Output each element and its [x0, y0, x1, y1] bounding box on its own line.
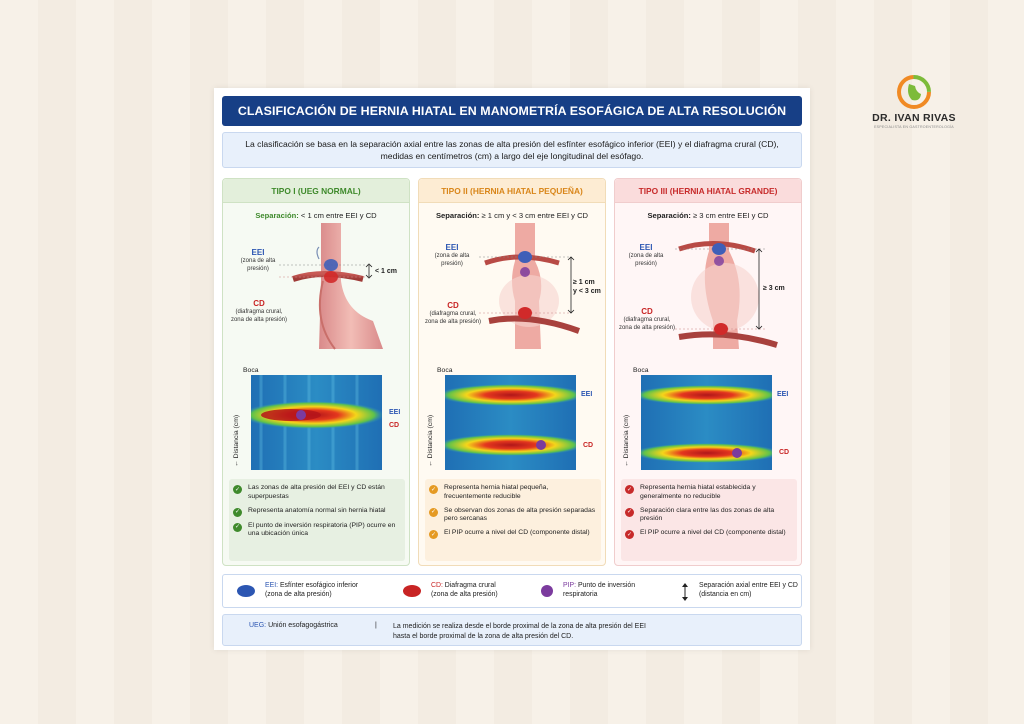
- type-1-panel: TIPO I (UEG NORMAL) Separación: < 1 cm e…: [222, 178, 410, 566]
- logo-subtitle: ESPECIALISTA EN GASTROENTEROLOGÍA: [874, 125, 954, 129]
- eei-marker: [324, 259, 338, 271]
- cd-label: CD(diafragma crural,zona de alta presión…: [618, 307, 676, 331]
- check-icon: ✓: [625, 530, 634, 540]
- type-3-manometry-heatmap: [641, 375, 772, 470]
- legend-cd: CD: Diafragma crural(zona de alta presió…: [431, 582, 498, 599]
- type-1-separation: Separación: < 1 cm entre EEI y CD: [255, 211, 377, 220]
- legend-eei: EEI: Esfínter esofágico inferior(zona de…: [265, 582, 359, 599]
- logo-name: DR. IVAN RIVAS: [872, 112, 956, 124]
- type-3-bullets: ✓Representa hernia hiatal establecida y …: [621, 479, 797, 561]
- double-arrow-icon: [681, 582, 689, 602]
- heatmap-eei-label: EEI: [777, 391, 789, 398]
- type-3-panel: TIPO III (HERNIA HIATAL GRANDE) Separaci…: [614, 178, 802, 566]
- list-item: ✓Se observan dos zonas de alta presión s…: [429, 506, 596, 523]
- type-3-distance-label: ≥ 3 cm: [763, 285, 785, 292]
- intro-line-2: medidas en centímetros (cm) a largo del …: [380, 151, 644, 161]
- legend: EEI: Esfínter esofágico inferior(zona de…: [222, 574, 802, 608]
- boca-label: Boca: [633, 367, 649, 374]
- list-item: ✓Representa hernia hiatal pequeña, frecu…: [429, 484, 549, 500]
- list-item: ✓El punto de inversión respiratoria (PIP…: [233, 521, 396, 538]
- cd-marker: [324, 271, 338, 283]
- distance-axis-label: ← Distancia (cm): [427, 414, 434, 467]
- stomach-logo-icon: [897, 75, 931, 109]
- ueg-definition: UEG: Unión esofagogástrica: [249, 622, 338, 629]
- pip-marker: [296, 410, 306, 420]
- heatmap-cd-label: CD: [779, 449, 790, 456]
- type-3-separation: Separación: ≥ 3 cm entre EEI y CD: [647, 211, 769, 220]
- check-icon: ✓: [429, 485, 438, 494]
- list-item: ✓El PIP ocurre a nivel del CD (component…: [429, 529, 590, 540]
- list-item: ✓Las zonas de alta presión del EEI y CD …: [233, 484, 385, 500]
- boca-label: Boca: [243, 367, 259, 374]
- heatmap-eei-label: EEI: [389, 409, 401, 416]
- cd-legend-swatch: [403, 585, 421, 597]
- type-2-title: TIPO II (HERNIA HIATAL PEQUEÑA): [419, 179, 605, 203]
- heatmap-cd-label: CD: [389, 422, 400, 429]
- boca-label: Boca: [437, 367, 453, 374]
- list-item: ✓Representa anatomía normal sin hernia h…: [233, 506, 386, 517]
- type-2-separation: Separación: ≥ 1 cm y < 3 cm entre EEI y …: [435, 211, 589, 220]
- brand-logo: DR. IVAN RIVAS ESPECIALISTA EN GASTROENT…: [868, 74, 960, 130]
- check-icon: ✓: [233, 485, 242, 494]
- check-icon: ✓: [233, 522, 242, 532]
- check-icon: ✓: [429, 507, 438, 517]
- check-icon: ✓: [233, 507, 242, 517]
- check-icon: ✓: [429, 530, 438, 540]
- list-item: ✓El PIP ocurre a nivel del CD (component…: [625, 529, 786, 540]
- page-title: CLASIFICACIÓN DE HERNIA HIATAL EN MANOME…: [222, 96, 802, 126]
- intro-box: La clasificación se basa en la separació…: [222, 132, 802, 168]
- type-1-distance-label: < 1 cm: [375, 268, 397, 275]
- heatmap-cd-label: CD: [583, 442, 594, 449]
- type-2-manometry-heatmap: [445, 375, 576, 470]
- list-item: ✓Separación clara entre las dos zonas de…: [625, 506, 775, 523]
- footer-note: UEG: Unión esofagogástrica | La medición…: [222, 614, 802, 646]
- check-icon: ✓: [625, 507, 634, 517]
- heatmap-eei-label: EEI: [581, 391, 593, 398]
- distance-axis-label: ← Distancia (cm): [233, 414, 240, 467]
- legend-separation: Separación axial entre EEI y CD(distanci…: [699, 582, 798, 599]
- footer-divider: |: [375, 622, 377, 629]
- intro-line-1: La clasificación se basa en la separació…: [245, 138, 779, 149]
- check-icon: ✓: [625, 485, 634, 494]
- type-2-bullets: ✓Representa hernia hiatal pequeña, frecu…: [425, 479, 601, 561]
- type-1-manometry-heatmap: [251, 375, 382, 470]
- type-1-bullets: ✓Las zonas de alta presión del EEI y CD …: [229, 479, 405, 561]
- cd-label: CD(diafragma crural,zona de alta presión…: [424, 301, 482, 325]
- pip-legend-swatch: [541, 585, 553, 597]
- measurement-note: La medición se realiza desde el borde pr…: [393, 623, 646, 641]
- type-3-title: TIPO III (HERNIA HIATAL GRANDE): [615, 179, 801, 203]
- type-1-title: TIPO I (UEG NORMAL): [223, 179, 409, 203]
- eei-legend-swatch: [237, 585, 255, 597]
- list-item: ✓Representa hernia hiatal establecida y …: [625, 484, 756, 500]
- cd-label: CD(diafragma crural,zona de alta presión…: [230, 299, 288, 323]
- infographic-poster: CLASIFICACIÓN DE HERNIA HIATAL EN MANOME…: [214, 88, 810, 650]
- distance-axis-label: ← Distancia (cm): [623, 414, 630, 467]
- type-2-panel: TIPO II (HERNIA HIATAL PEQUEÑA) Separaci…: [418, 178, 606, 566]
